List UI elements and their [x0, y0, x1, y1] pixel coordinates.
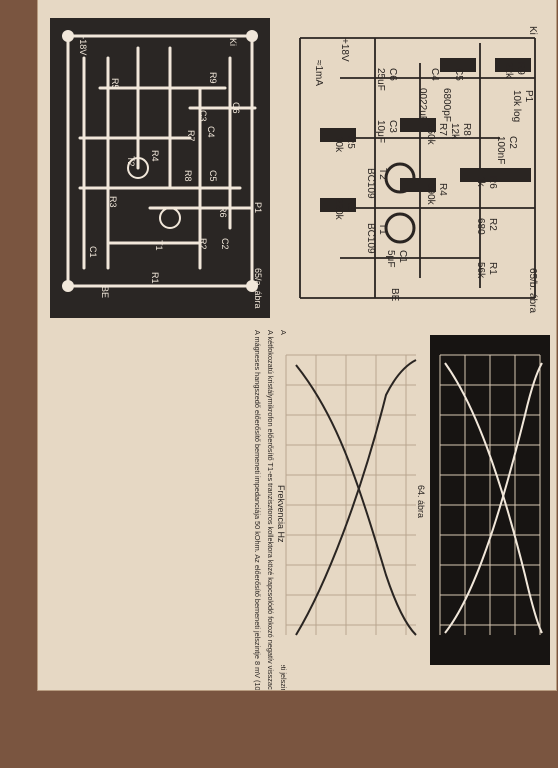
fig65b-caption: 65/b. ábra: [527, 268, 538, 313]
fig64-xlabel: Frekvencia Hz: [276, 485, 286, 543]
fig65b-r6-val: 1k: [475, 176, 486, 188]
fig65b-t1: T1: [377, 223, 388, 235]
book-page: +18V Ki BE R5 R9 C3 C6 R7 C4 R4 T2 R8 C5…: [38, 0, 556, 690]
fig64-caption: 64. ábra: [416, 485, 426, 518]
fig65b-c5-val: 6800pF: [441, 88, 452, 122]
fig65a-label-r5: R5: [110, 78, 120, 90]
fig65b-current: ≈1mA: [313, 60, 324, 86]
fig65b-r9-val: 22k: [503, 62, 514, 79]
fig65a-label-r6: R6: [218, 206, 228, 218]
fig65a-label-supply: +18V: [78, 34, 88, 55]
fig65b-in-label: BE: [389, 288, 400, 302]
fig65a-label-t1: T1: [154, 240, 164, 251]
fig65a-label-c5: C5: [208, 170, 218, 182]
fig65b-r2-val: 680: [475, 218, 486, 235]
fig65b-c6: C6: [387, 68, 398, 81]
fig65a-label-r1: R1: [150, 272, 160, 284]
fig65b-t2-model: BC109: [365, 168, 376, 199]
fig65a-label-r3: R3: [108, 196, 118, 208]
fig65a-label-c3: C3: [198, 110, 208, 122]
fig65a-label-r8: R8: [183, 170, 193, 182]
fig65a-label-out: Ki: [228, 38, 238, 46]
fig65b-r4: R4: [437, 183, 448, 196]
fig65a-label-t2: T2: [126, 156, 136, 167]
fig65b-r3-val: 220k: [333, 198, 344, 221]
fig65b-t1-model: BC109: [365, 223, 376, 254]
figure-64-chart: Frekvencia Hz 64. ábra: [276, 335, 426, 665]
fig65a-label-p1: P1: [253, 202, 263, 213]
figure-64-right-chart: [430, 335, 550, 665]
fig65b-r8-val: 12k: [449, 123, 460, 140]
fig65b-r7-val: 150k: [425, 123, 436, 146]
fig65b-p1: P1: [523, 90, 534, 103]
fig65b-p1-val: 10k log: [511, 90, 522, 122]
fig65a-label-r2: R2: [198, 238, 208, 250]
fig65a-label-r: R9: [208, 72, 218, 84]
fig65b-r1: R1: [487, 262, 498, 275]
fig65b-r3: R3: [345, 198, 356, 211]
fig65a-label-c1: C1: [88, 246, 98, 258]
article-paragraph: A mágneses hangszedő előerősítő bemeneti…: [252, 330, 262, 690]
article-text: A kristálymikrofon előerősítő nagy bemen…: [78, 330, 288, 690]
fig65b-c6-val: 25uF: [375, 68, 386, 91]
fig65a-label-c4: C4: [206, 126, 216, 138]
fig65b-r8: R8: [461, 123, 472, 136]
fig65b-r1-val: 56k: [475, 262, 486, 279]
fig65b-c2: C2: [507, 136, 518, 149]
fig65b-c2-val: 100nF: [495, 136, 506, 164]
fig65b-c1: C1: [397, 250, 408, 263]
fig65a-label-c2: C2: [220, 238, 230, 250]
fig65a-caption: 65/a. ábra: [253, 268, 263, 309]
fig65b-c3: C3: [387, 120, 398, 133]
article-paragraph: A kétfokozatú kristálymikrofon előerősít…: [265, 330, 275, 690]
fig65b-out-label: Ki: [527, 26, 538, 35]
figure-65b-schematic: +18V ≈1mA Ki BE R5 10k R3 220k C6 25uF C…: [280, 18, 550, 318]
fig65b-c4: C4: [429, 68, 440, 81]
fig65b-r6: R6: [487, 176, 498, 189]
fig65b-c4-val: 0022uF: [417, 88, 428, 122]
fig65b-r5: R5: [345, 136, 356, 149]
fig65b-r4-val: 390k: [425, 183, 436, 206]
fig65b-t2: T2: [377, 168, 388, 180]
fig65a-label-r7: R7: [186, 130, 196, 142]
figure-65a-pcb: +18V Ki BE R5 R9 C3 C6 R7 C4 R4 T2 R8 C5…: [50, 18, 270, 318]
fig65b-c3-val: 10μF: [375, 120, 386, 143]
fig65b-r7: R7: [437, 123, 448, 136]
fig65b-r5-val: 10k: [333, 136, 344, 153]
fig65b-c1-val: 5μF: [385, 250, 396, 267]
fig65a-label-r4: R4: [150, 150, 160, 162]
fig65a-label-c6: C6: [231, 102, 241, 114]
fig65b-supply: +18V: [339, 38, 350, 62]
fig65b-r9: R9: [515, 62, 526, 75]
fig65b-c5: C5: [453, 68, 464, 81]
fig65b-r2: R2: [487, 218, 498, 231]
fig65a-label-in: BE: [100, 286, 110, 298]
